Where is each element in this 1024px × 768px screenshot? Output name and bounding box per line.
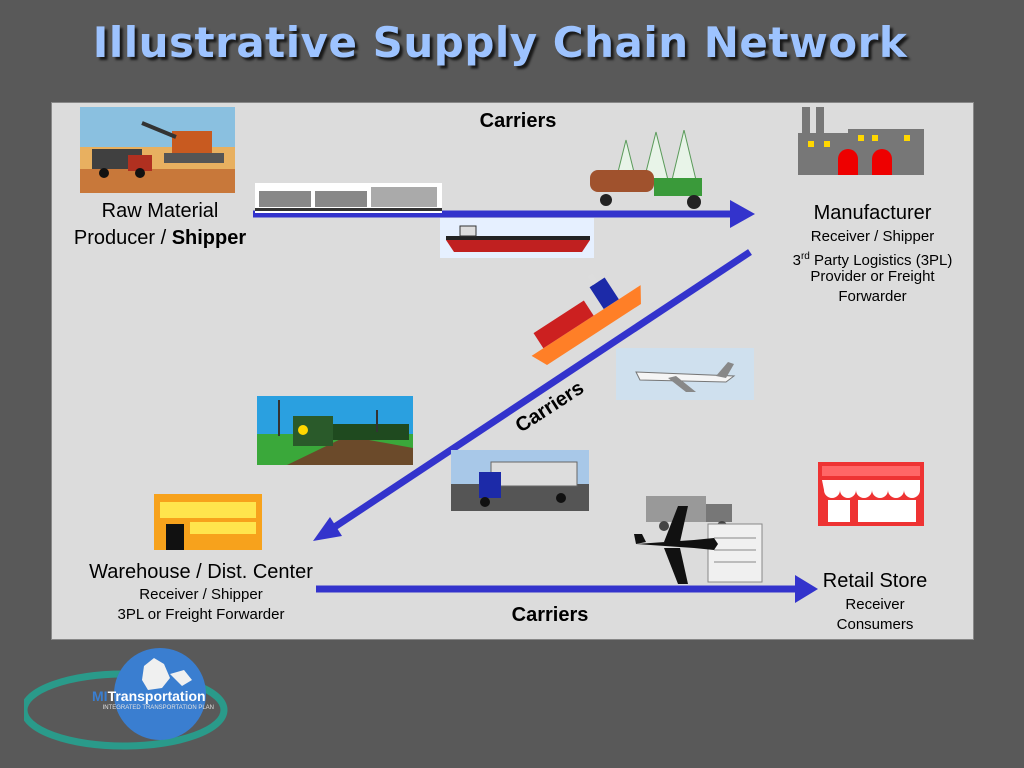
retail-line1: Receiver (845, 596, 905, 613)
slide-title: Illustrative Supply Chain Network (92, 18, 908, 67)
manufacturer-3pl-number: 3 (792, 252, 801, 269)
raw-material-role-shipper: Shipper (171, 227, 247, 249)
locomotive-clipart (257, 396, 413, 465)
mi-transportation-logo (24, 648, 228, 750)
retail-title: Retail Store (822, 570, 928, 592)
manufacturer-title: Manufacturer (813, 202, 932, 224)
manufacturer-line2: 3rd Party Logistics (3PL) (770, 247, 975, 271)
warehouse-icon (154, 494, 262, 550)
carriers-label-top: Carriers (479, 110, 557, 132)
log-truck-clipart (590, 130, 702, 209)
arrow-warehouse-to-retail (316, 575, 818, 603)
logo-brand: MITransportation (92, 688, 212, 704)
mining-truck-clipart (80, 107, 235, 193)
manufacturer-3pl-suffix: rd (800, 251, 810, 262)
carriers-label-bottom: Carriers (511, 604, 589, 626)
raw-material-line2: Producer / Shipper (55, 227, 265, 250)
warehouse-line2: 3PL or Freight Forwarder (117, 606, 285, 623)
freight-train-clipart (255, 183, 442, 213)
air-freight-clipart (634, 496, 763, 584)
raw-material-line1: Raw Material (101, 200, 219, 222)
semi-truck-clipart (451, 450, 589, 511)
manufacturer-line4: Forwarder (838, 288, 907, 305)
warehouse-title: Warehouse / Dist. Center (89, 561, 313, 583)
airplane-sky-clipart (616, 348, 754, 400)
tanker-ship-clipart (440, 218, 594, 258)
retail-line2: Consumers (836, 616, 914, 633)
logo-tagline: INTEGRATED TRANSPORTATION PLAN (102, 705, 214, 711)
retail-store-icon (818, 462, 924, 526)
manufacturer-3pl-text: Party Logistics (3PL) (809, 252, 953, 269)
raw-material-role-prefix: Producer / (73, 227, 172, 249)
warehouse-line1: Receiver / Shipper (139, 586, 263, 603)
arrow-raw-to-manufacturer (253, 200, 755, 228)
manufacturer-line1: Receiver / Shipper (810, 228, 935, 245)
factory-icon (798, 107, 924, 175)
container-ship-clipart (531, 273, 641, 365)
arrow-manufacturer-to-warehouse (313, 249, 752, 541)
manufacturer-line3: Provider or Freight (810, 268, 935, 285)
logo-brand-prefix: MI (92, 688, 108, 704)
logo-brand-suffix: Transportation (107, 688, 206, 704)
